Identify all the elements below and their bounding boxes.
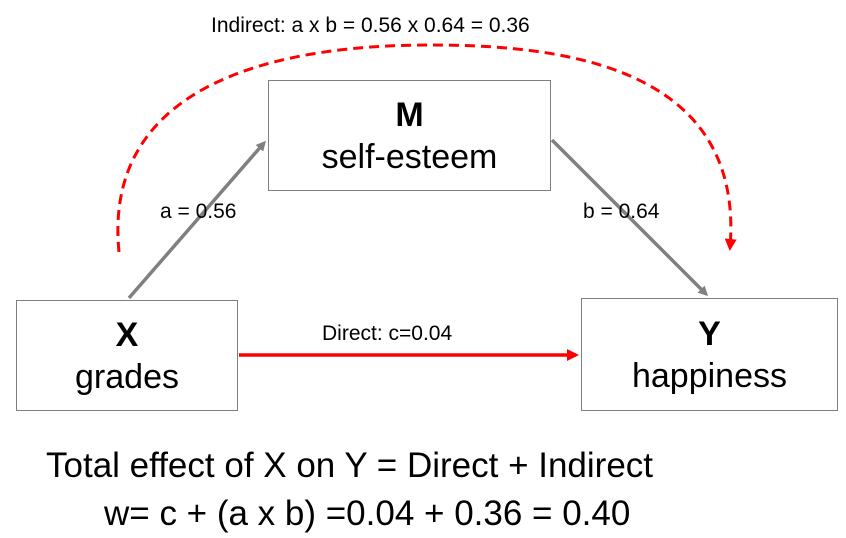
path-a-label: a = 0.56 bbox=[160, 200, 237, 223]
predictor-label: grades bbox=[75, 357, 179, 396]
path-a-arrow bbox=[127, 140, 266, 300]
predictor-node-x: X grades bbox=[16, 300, 238, 411]
outcome-letter: Y bbox=[698, 314, 721, 353]
mediator-node-m: M self-esteem bbox=[268, 80, 551, 191]
indirect-effect-label: Indirect: a x b = 0.56 x 0.64 = 0.36 bbox=[211, 14, 530, 37]
outcome-label: happiness bbox=[631, 356, 787, 395]
direct-effect-label: Direct: c=0.04 bbox=[322, 322, 453, 345]
total-effect-text: Total effect of X on Y = Direct + Indire… bbox=[46, 446, 654, 485]
predictor-letter: X bbox=[115, 315, 139, 354]
path-b-arrow bbox=[550, 138, 709, 297]
outcome-node-y: Y happiness bbox=[581, 298, 838, 411]
total-effect-formula: w= c + (a x b) =0.04 + 0.36 = 0.40 bbox=[104, 494, 631, 533]
mediator-label: self-esteem bbox=[321, 137, 498, 176]
mediator-letter: M bbox=[395, 95, 424, 134]
indirect-effect-arc bbox=[116, 43, 737, 253]
path-b-label: b = 0.64 bbox=[583, 200, 660, 223]
